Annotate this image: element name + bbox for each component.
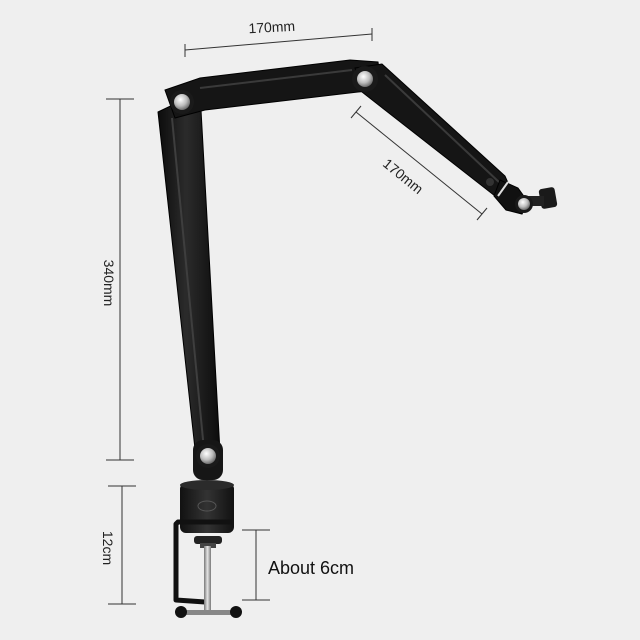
desk-clamp bbox=[173, 480, 242, 618]
forearm-dimension-line bbox=[355, 111, 483, 215]
main-arm-length-label: 340mm bbox=[101, 260, 117, 307]
top-arm-dimension-line bbox=[184, 33, 373, 51]
boom-arm bbox=[157, 59, 558, 480]
clamp-handle bbox=[180, 610, 236, 615]
clamp-opening-label: About 6cm bbox=[268, 558, 354, 578]
clamp-screw bbox=[204, 546, 211, 614]
clamp-height-label: 12cm bbox=[100, 531, 116, 565]
elbow-bolt-top-right bbox=[357, 71, 373, 87]
tip-bolt bbox=[518, 198, 530, 210]
handle-knob-right bbox=[230, 606, 242, 618]
main-arm bbox=[157, 91, 221, 459]
clamp-frame bbox=[173, 519, 232, 605]
clamp-pad bbox=[194, 536, 222, 544]
base-pivot-bolt bbox=[200, 448, 216, 464]
logo-emboss bbox=[197, 500, 217, 512]
top-arm-length-label: 170mm bbox=[248, 18, 295, 36]
dimension-lines bbox=[106, 28, 488, 605]
forearm-length-label: 170mm bbox=[380, 155, 426, 197]
top-arm bbox=[164, 59, 383, 119]
handle-knob-left bbox=[175, 606, 187, 618]
elbow-bolt-top-left bbox=[174, 94, 190, 110]
clamp-base-cylinder bbox=[180, 483, 234, 533]
